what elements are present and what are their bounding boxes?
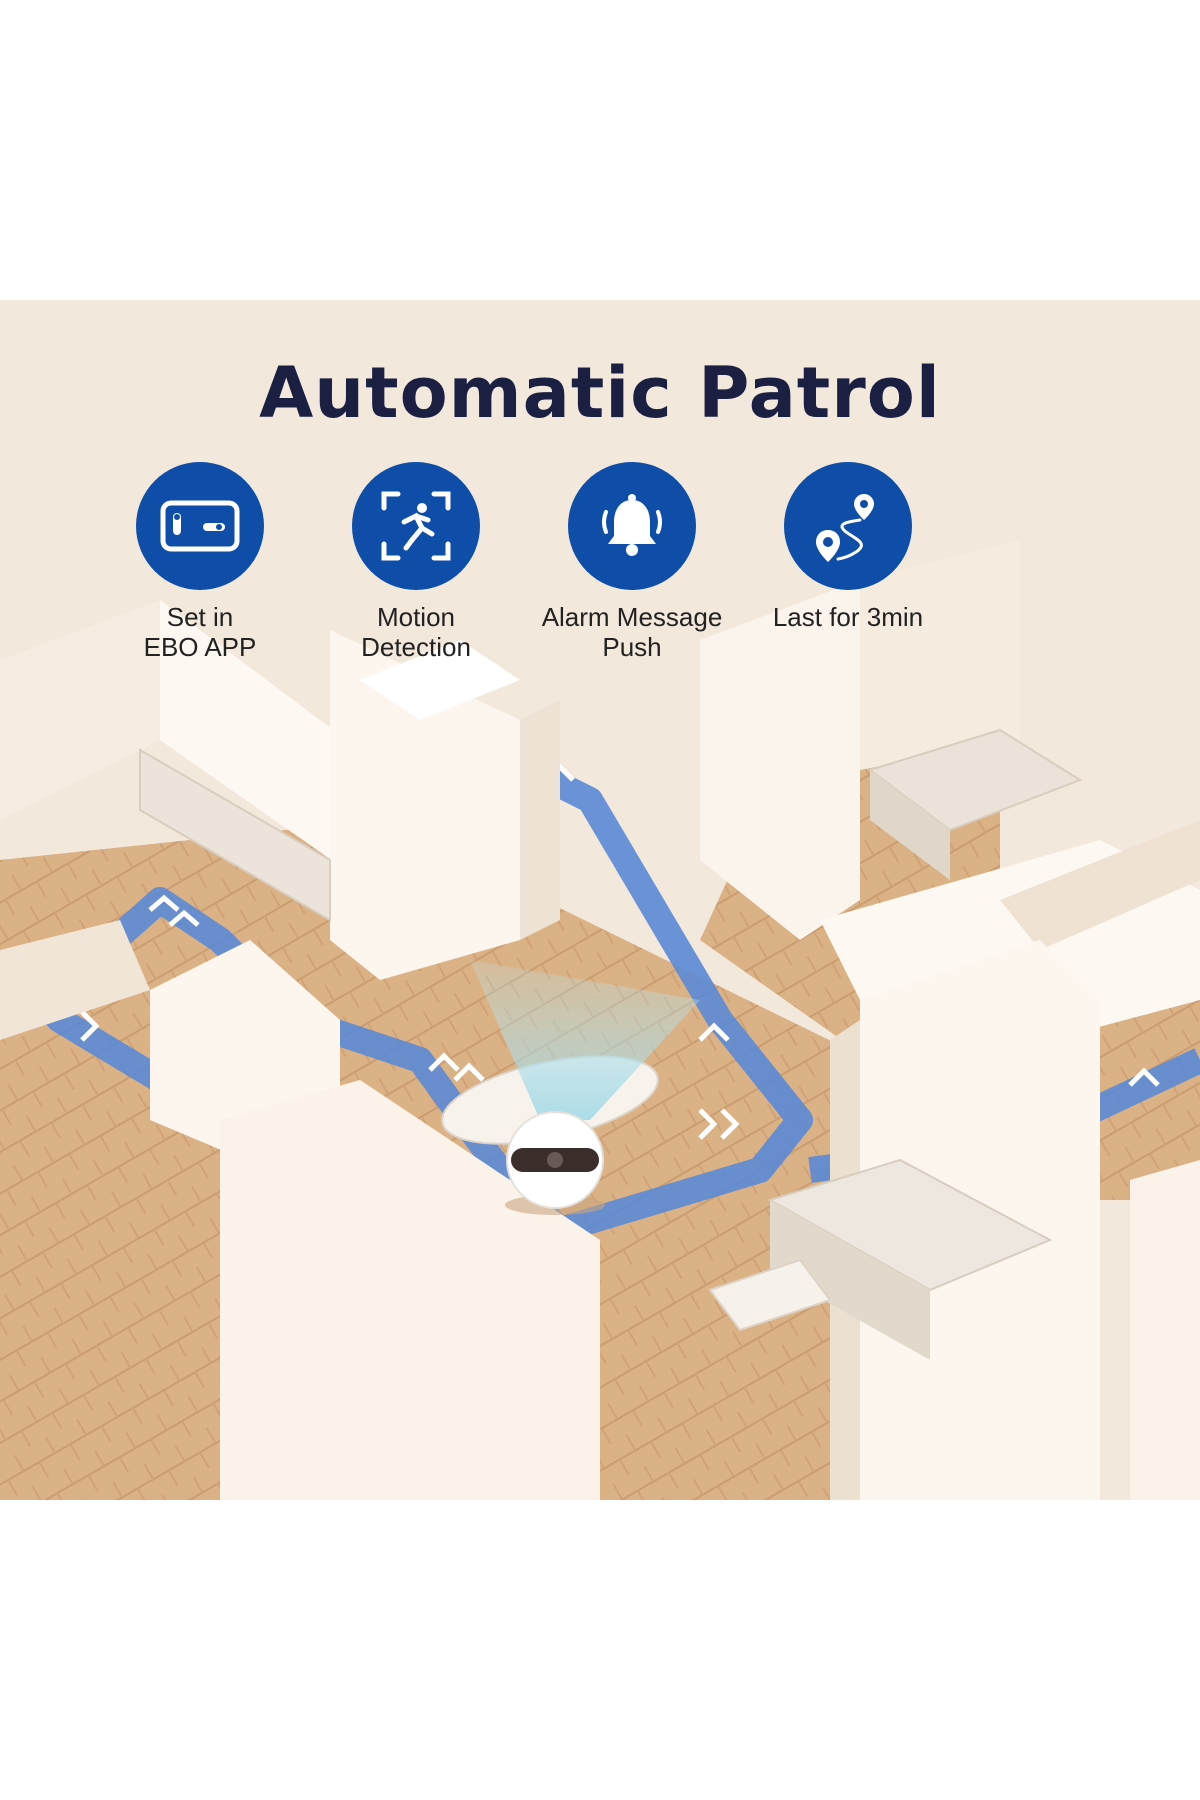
feature-motion-detection: Motion Detection [308,462,524,662]
camera-view-cone [470,960,700,1120]
robot-camera [505,1111,605,1215]
patrol-arrows [80,762,1160,1140]
phone-app-icon [136,462,264,590]
page-title: Automatic Patrol [259,352,941,434]
promo-panel: Automatic Patrol Set in EBO APP [0,300,1200,1500]
feature-set-in-app: Set in EBO APP [92,462,308,662]
walls [0,540,1200,1500]
feature-duration: Last for 3min [740,462,956,652]
feature-label: Set in EBO APP [143,602,257,662]
feature-label: Alarm Message Push [541,602,723,662]
furniture [139,728,1083,1360]
feature-alarm-message: Alarm Message Push [524,462,740,662]
motion-detection-icon [352,462,480,590]
feature-list: Set in EBO APP Motion Detection [136,462,1000,662]
apartment-illustration [0,540,1200,1500]
alarm-bell-icon [568,462,696,590]
feature-label: Last for 3min [772,602,924,632]
route-pin-icon [784,462,912,590]
feature-label: Motion Detection [361,602,471,662]
